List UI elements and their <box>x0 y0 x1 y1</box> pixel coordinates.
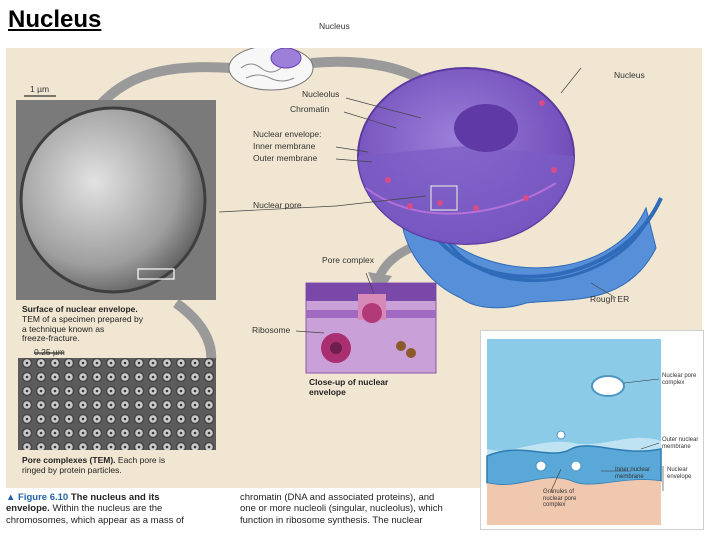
label-nuclear-pore: Nuclear pore <box>253 200 302 210</box>
caption-surface-line1: TEM of a specimen prepared by <box>22 313 143 324</box>
caption-pore-line2: ringed by protein particles. <box>22 464 122 475</box>
label-ribosome: Ribosome <box>252 325 291 335</box>
caption-pore-complexes: Pore complexes (TEM). Each pore is ringe… <box>22 455 222 476</box>
figure-title: The nucleus and its <box>70 492 160 503</box>
figure-caption-col2-line1: chromatin (DNA and associated proteins),… <box>240 492 435 503</box>
sem-inset-box <box>137 268 175 280</box>
caption-closeup-line2: envelope <box>309 386 346 397</box>
caption-surface-line2: a technique known as <box>22 323 105 334</box>
label-pore-complex: Pore complex <box>322 255 374 265</box>
caption-closeup-line1: Close-up of nuclear <box>309 377 389 387</box>
figure-panel: Nucleus Nucleus Nucleolus Chromatin Nucl… <box>6 21 702 488</box>
sem-nucleus-surface <box>21 108 205 292</box>
caption-surface-title: Surface of nuclear envelope. <box>22 304 138 314</box>
figure-caption-line3: chromosomes, which appear as a mass of <box>6 514 184 526</box>
caption-surface-line3: freeze-fracture. <box>22 333 80 344</box>
figure-number: ▲ Figure 6.10 <box>6 492 69 503</box>
caption-closeup: Close-up of nuclear envelope <box>309 377 439 398</box>
label-scale-025um: 0.25 µm <box>34 347 65 357</box>
figure-caption-col2: chromatin (DNA and associated proteins),… <box>240 492 476 526</box>
caption-surface: Surface of nuclear envelope. TEM of a sp… <box>22 304 212 344</box>
figure-caption-col2-line3: function in ribosome synthesis. The nucl… <box>240 514 423 526</box>
figure-caption-col1: ▲ Figure 6.10 The nucleus and its envelo… <box>6 492 236 526</box>
label-scale-1um: 1 µm <box>30 84 50 94</box>
nucleus-3d <box>357 67 663 309</box>
label-nucleolus: Nucleolus <box>302 89 340 99</box>
label-outer-membrane: Outer membrane <box>253 153 318 163</box>
figure-caption-col2-line2: one or more nucleoli (singular, nucleolu… <box>240 503 443 515</box>
caption-pore-title: Pore complexes (TEM). <box>22 455 116 465</box>
label-rough-er: Rough ER <box>590 294 630 304</box>
label-inner-membrane: Inner membrane <box>253 141 316 151</box>
inset-illustration <box>486 339 664 525</box>
cell-sketch <box>228 45 314 91</box>
slide-title: Nucleus <box>8 6 102 33</box>
closeup-envelope <box>305 282 437 374</box>
figure-caption-line2: Within the nucleus are the <box>52 503 163 515</box>
figure-illustration <box>16 45 663 450</box>
label-nucleus-right: Nucleus <box>614 70 645 80</box>
figure-title-cont: envelope. <box>6 503 50 515</box>
label-nuclear-envelope: Nuclear envelope: <box>253 129 322 139</box>
label-chromatin: Chromatin <box>290 104 330 114</box>
caption-pore-line1: Each pore is <box>117 455 166 465</box>
label-nucleus-top: Nucleus <box>319 21 350 31</box>
